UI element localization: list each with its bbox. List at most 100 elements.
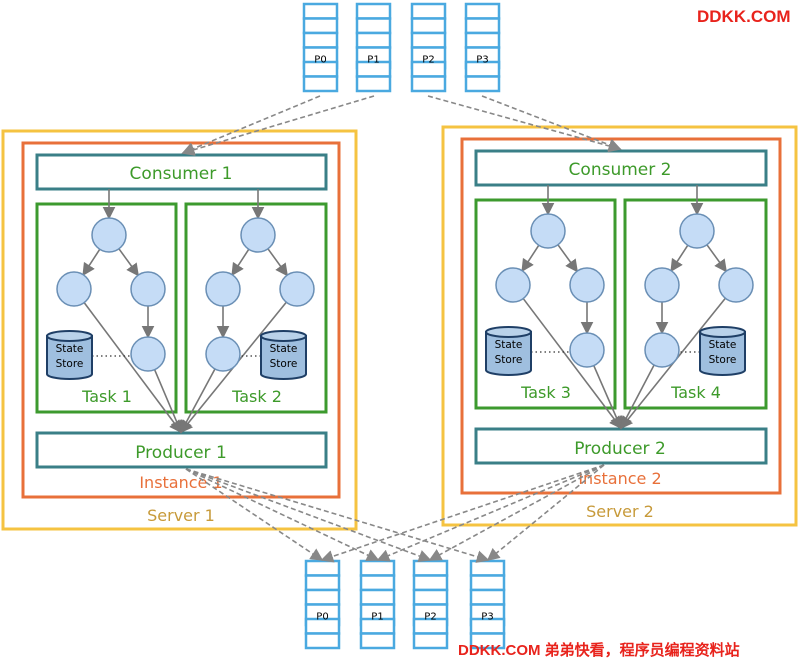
dashed-flow [185, 468, 380, 561]
edge [82, 248, 101, 277]
output-partition-p2: P2 [412, 559, 449, 650]
partition-cell [464, 31, 501, 49]
partition-cell [410, 17, 447, 35]
server-2-box [441, 125, 798, 527]
partition-cell [359, 574, 396, 592]
instance-2-label: Instance 2 [578, 469, 661, 488]
input-partition-p3: P3 [464, 2, 501, 93]
nodes-layer [56, 213, 754, 372]
dashed-flows-layer [181, 95, 622, 563]
dashed-flow [427, 95, 622, 153]
processor-node [130, 271, 166, 307]
dashed-flow [486, 464, 605, 562]
edges-layer [82, 185, 727, 434]
processor-node [569, 267, 605, 303]
partition-cell [464, 75, 501, 93]
partition-cell [464, 2, 501, 20]
partition-label: P3 [481, 612, 493, 623]
state-store-label: Store [495, 354, 523, 366]
partition-cell [359, 632, 396, 650]
edge [83, 302, 182, 434]
instance-1-label: Instance 1 [139, 473, 222, 492]
task-4-label: Task 4 [670, 383, 721, 402]
partition-cell [469, 574, 506, 592]
processor-node [240, 217, 276, 253]
edge [670, 244, 689, 273]
dashed-flow [185, 468, 490, 563]
server-1: Consumer 1 Producer 1 Instance 1 Server … [1, 129, 358, 531]
watermark-bottom: DDKK.COM 弟弟快看，程序员编程资料站 [458, 642, 740, 659]
partition-label: P1 [371, 612, 383, 623]
processor-node [718, 267, 754, 303]
partition-cell [412, 632, 449, 650]
partition-label: P0 [314, 55, 326, 66]
state-store-label: State [270, 343, 298, 355]
edge [522, 298, 622, 430]
server-2-label: Server 2 [586, 502, 654, 521]
partition-label: P2 [424, 612, 436, 623]
input-partition-p2: P2 [410, 2, 447, 93]
partition-cell [304, 559, 341, 577]
output-partition-p1: P1 [359, 559, 396, 650]
partition-cell [304, 588, 341, 606]
partition-cell [412, 588, 449, 606]
dashed-flow [376, 464, 605, 562]
task-2-label: Task 2 [231, 387, 282, 406]
partition-cell [359, 559, 396, 577]
partition-cell [302, 31, 339, 49]
edge [706, 244, 727, 273]
partition-cell [469, 632, 506, 650]
state-store-label: Store [56, 358, 84, 370]
partition-cell [469, 588, 506, 606]
state-store-label: State [495, 339, 523, 351]
dashed-flow [181, 95, 375, 156]
task-1-box [35, 202, 178, 414]
partition-label: P1 [367, 55, 379, 66]
processor-node [569, 332, 605, 368]
partition-cell [410, 75, 447, 93]
dashed-flow [320, 464, 605, 563]
edge [118, 248, 139, 277]
processor-node [130, 336, 166, 372]
partition-cell [302, 75, 339, 93]
instance-2-box [460, 137, 782, 495]
server-2: Consumer 2 Producer 2 Instance 2 Server … [441, 125, 798, 527]
edge [267, 248, 288, 277]
partition-cell [464, 17, 501, 35]
partition-cell [302, 2, 339, 20]
partition-cell [469, 559, 506, 577]
partition-cell [412, 559, 449, 577]
dashed-flow [185, 468, 432, 563]
partition-cell [410, 2, 447, 20]
state-store-label: State [709, 339, 737, 351]
processor-node [644, 332, 680, 368]
edge [557, 244, 578, 273]
task-3-box [474, 198, 617, 410]
task-4-box [623, 198, 768, 410]
processor-node [495, 267, 531, 303]
server-1-box [1, 129, 358, 531]
server-1-label: Server 1 [147, 506, 215, 525]
consumer-1-label: Consumer 1 [130, 164, 233, 184]
partition-cell [355, 17, 392, 35]
processor-node [205, 336, 241, 372]
dashed-flow [428, 464, 605, 561]
partition-cell [355, 2, 392, 20]
watermark-top: DDKK.COM [697, 7, 791, 26]
processor-node [644, 267, 680, 303]
partition-cell [304, 632, 341, 650]
task-3-label: Task 3 [520, 383, 571, 402]
partition-label: P3 [476, 55, 488, 66]
state-store-label: Store [270, 358, 298, 370]
processor-node [56, 271, 92, 307]
task-1-label: Task 1 [81, 387, 132, 406]
dashed-flow [185, 468, 324, 561]
task-2-box [184, 202, 328, 414]
